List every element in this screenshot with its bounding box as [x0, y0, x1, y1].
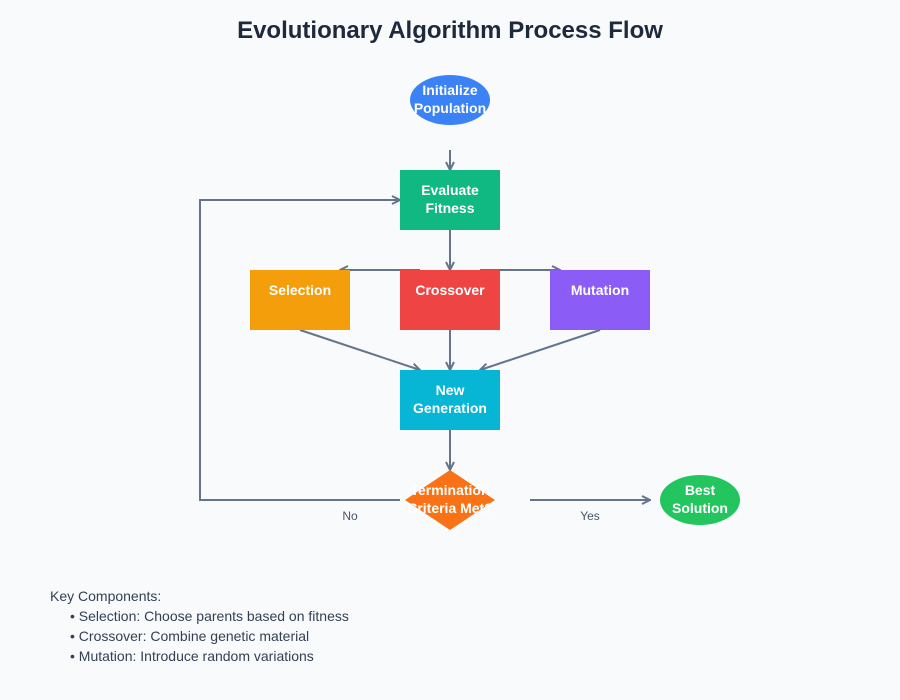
- node-crossover[interactable]: Crossover: [400, 270, 500, 330]
- edge-selection-newgen: [299, 329, 420, 370]
- node-best-solution[interactable]: Best Solution: [660, 475, 740, 525]
- node-mutation[interactable]: Mutation: [550, 270, 650, 330]
- key-item: • Mutation: Introduce random variations: [70, 648, 314, 664]
- edge-label-no: No: [342, 509, 358, 523]
- node-evaluate[interactable]: Evaluate Fitness: [400, 170, 500, 230]
- svg-text:Solution: Solution: [672, 500, 728, 516]
- node-termination[interactable]: Termination Criteria Met?: [405, 470, 495, 530]
- key-item: • Selection: Choose parents based on fit…: [70, 608, 349, 624]
- svg-text:Evaluate: Evaluate: [421, 182, 479, 198]
- svg-text:Criteria Met?: Criteria Met?: [407, 500, 493, 516]
- svg-text:New: New: [436, 382, 465, 398]
- svg-text:Mutation: Mutation: [571, 282, 629, 298]
- edge-no-loop: [199, 200, 400, 501]
- key-item: • Crossover: Combine genetic material: [70, 628, 310, 644]
- node-init[interactable]: Initialize Population: [410, 75, 490, 125]
- svg-text:Selection: Selection: [269, 282, 331, 298]
- svg-text:Best: Best: [685, 482, 716, 498]
- key-components: Key Components: • Selection: Choose pare…: [50, 586, 349, 666]
- svg-text:Fitness: Fitness: [425, 200, 474, 216]
- svg-text:Initialize: Initialize: [422, 82, 477, 98]
- key-heading: Key Components:: [50, 588, 162, 604]
- diagram-title: Evolutionary Algorithm Process Flow: [237, 17, 663, 44]
- edge-mutation-newgen: [480, 329, 601, 370]
- edge-label-yes: Yes: [580, 509, 600, 523]
- svg-text:Population: Population: [414, 100, 486, 116]
- node-selection[interactable]: Selection: [250, 270, 350, 330]
- svg-text:Generation: Generation: [413, 400, 487, 416]
- svg-text:Crossover: Crossover: [415, 282, 485, 298]
- node-new-generation[interactable]: New Generation: [400, 370, 500, 430]
- svg-text:Termination: Termination: [410, 482, 489, 498]
